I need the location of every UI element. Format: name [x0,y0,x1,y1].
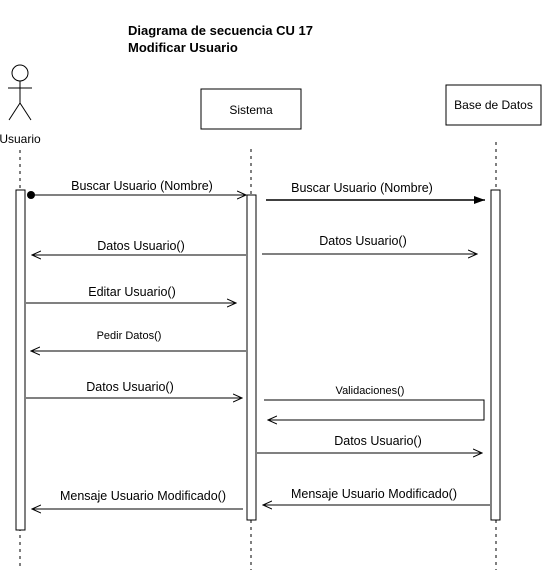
actor-usuario: Usuario [0,64,41,146]
label-m3: Datos Usuario() [97,239,185,253]
diagram-title: Diagrama de secuencia CU 17 [128,23,313,38]
actor-left-leg [8,102,21,121]
activation-sistema [246,194,257,521]
diagram-subtitle: Modificar Usuario [128,40,238,55]
participant-base-de-datos: Base de Datos [445,84,542,126]
label-m7: Datos Usuario() [86,380,174,394]
activation-usuario [15,189,26,531]
sistema-label: Sistema [229,103,273,117]
actor-label: Usuario [0,132,41,146]
label-m10: Mensaje Usuario Modificado() [60,489,226,503]
base-de-datos-label: Base de Datos [454,98,533,112]
label-m2: Buscar Usuario (Nombre) [291,181,433,195]
label-m11: Mensaje Usuario Modificado() [291,487,457,501]
participant-sistema: Sistema [200,88,302,130]
arrow-m8 [264,399,485,420]
label-m8: Validaciones() [336,385,405,397]
label-m1: Buscar Usuario (Nombre) [71,179,213,193]
actor-head [11,64,29,82]
activation-base-de-datos [490,189,501,521]
label-m4: Datos Usuario() [319,234,407,248]
label-m6: Pedir Datos() [97,330,162,342]
label-m5: Editar Usuario() [88,285,176,299]
sistema-box [200,88,302,130]
actor-right-leg [19,102,32,121]
base-de-datos-box [445,84,542,126]
label-m9: Datos Usuario() [334,434,422,448]
